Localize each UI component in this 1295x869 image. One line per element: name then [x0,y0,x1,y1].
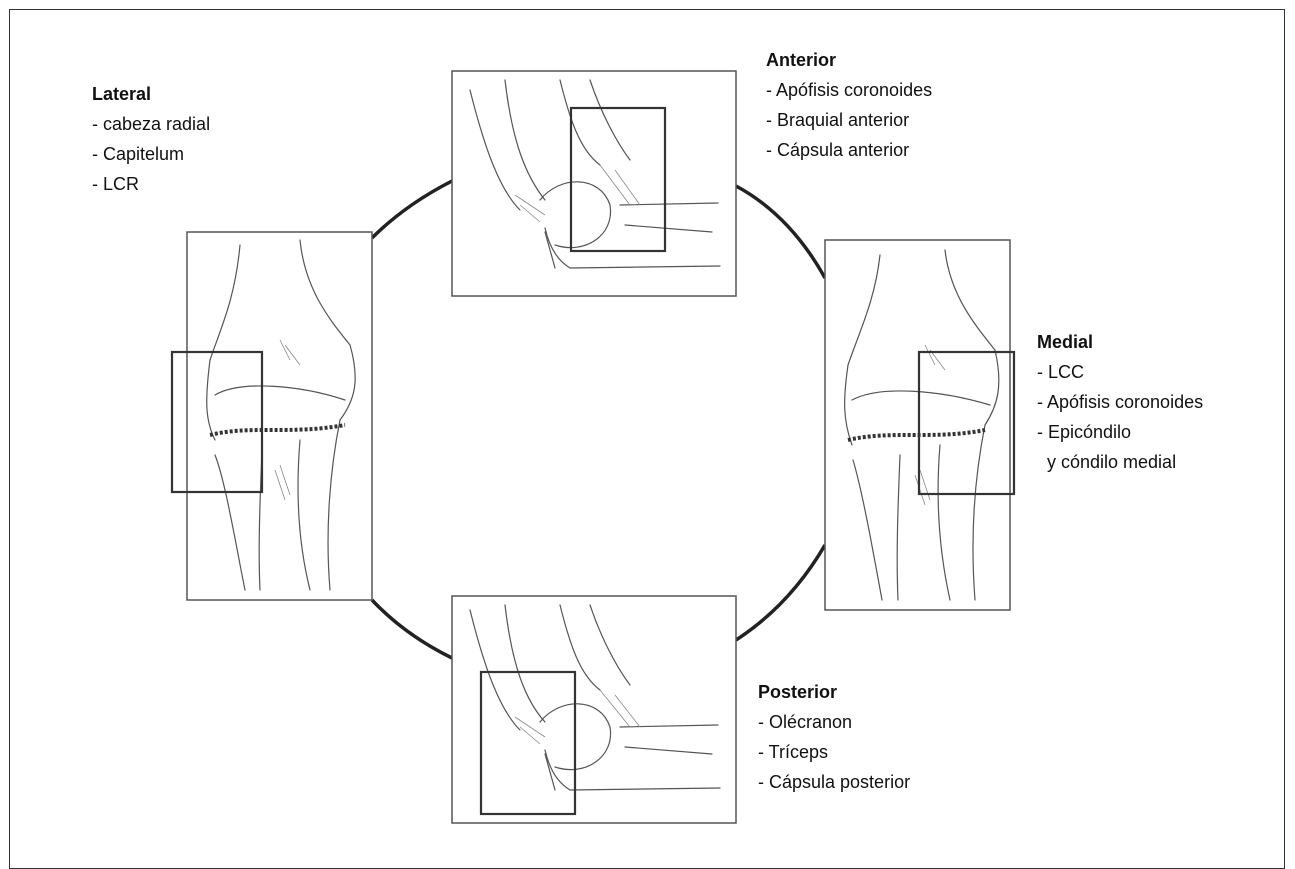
posterior-view-illustration [452,596,736,823]
posterior-item: - Tríceps [758,737,910,767]
anterior-item: - Cápsula anterior [766,135,932,165]
medial-item: - LCC [1037,357,1203,387]
posterior-item: - Cápsula posterior [758,767,910,797]
anterior-item: - Braquial anterior [766,105,932,135]
medial-label-block: Medial - LCC - Apófisis coronoides - Epi… [1037,327,1203,477]
anterior-title: Anterior [766,45,932,75]
medial-item: y cóndilo medial [1037,447,1203,477]
medial-item: - Apófisis coronoides [1037,387,1203,417]
lateral-item: - Capitelum [92,139,210,169]
medial-title: Medial [1037,327,1203,357]
anterior-view-illustration [452,71,736,296]
lateral-item: - LCR [92,169,210,199]
lateral-label-block: Lateral - cabeza radial - Capitelum - LC… [92,79,210,199]
medial-view-illustration [825,240,1014,610]
lateral-title: Lateral [92,79,210,109]
lateral-view-illustration [172,232,372,600]
anterior-item: - Apófisis coronoides [766,75,932,105]
anterior-label-block: Anterior - Apófisis coronoides - Braquia… [766,45,932,165]
posterior-label-block: Posterior - Olécranon - Tríceps - Cápsul… [758,677,910,797]
posterior-title: Posterior [758,677,910,707]
posterior-item: - Olécranon [758,707,910,737]
lateral-item: - cabeza radial [92,109,210,139]
medial-item: - Epicóndilo [1037,417,1203,447]
